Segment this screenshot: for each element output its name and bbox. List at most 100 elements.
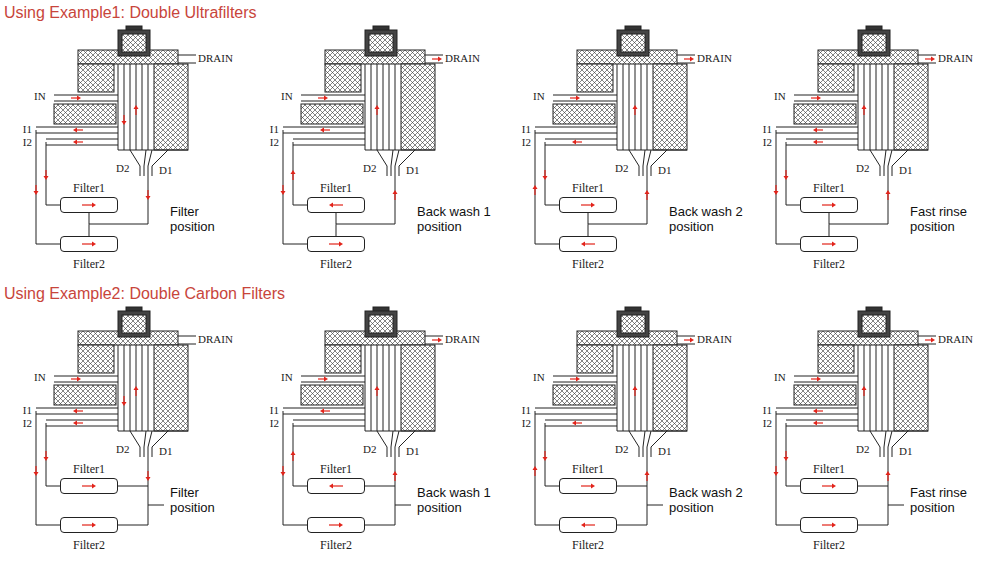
port-label: I1 [18,404,32,417]
flow-arrow-shaft [775,466,776,473]
flow-arrow [73,409,83,414]
flow-arrow [82,242,96,247]
filter-label: Filter2 [572,257,604,271]
flow-arrow-shaft [570,378,577,379]
inner-pipe [46,142,60,205]
filter-node: Filter2 [800,236,858,271]
port-label: I2 [758,136,772,149]
inner-pipe [786,423,800,486]
flow-arrow [281,466,286,476]
inner-pipe [46,423,60,486]
flow-arrow [572,140,582,145]
valve-body-block [301,385,363,405]
filter-housing [60,236,118,252]
flow-arrow-head [533,466,538,470]
flow-arrow-shaft [135,389,136,396]
inner-pipe [545,142,559,205]
inlet-pipe [301,95,365,96]
flow-arrow-shaft [323,129,330,130]
filter-node: Filter2 [307,517,365,552]
port-pipe [535,414,617,415]
valve-channel [629,345,630,431]
flow-arrow [44,451,49,461]
port-pipe [786,426,858,427]
filter-label: Filter2 [813,257,845,271]
flow-arrow-head [784,176,789,180]
flow-arrow-shaft [71,97,78,98]
flow-arrow-shaft [634,108,635,115]
valve-knob [365,311,397,337]
port-label: IN [34,90,46,103]
flow-arrow-head [633,105,638,109]
valve-knob [118,30,150,56]
port-label: IN [281,371,293,384]
valve-knob-core [862,315,886,333]
filter-label: Filter2 [320,257,352,271]
flow-arrow-head [339,523,343,528]
valve-channel [371,64,372,150]
drain-port [377,431,387,457]
flow-arrow [146,471,151,481]
valve-body-block [154,345,188,431]
filter-node: Filter1 [800,181,858,213]
valve-body-block [653,345,687,431]
inlet-pipe [54,382,118,383]
port-pipe [283,133,365,134]
valve-channel [858,64,859,150]
flow-arrow-shaft [376,108,377,115]
flow-arrow-shaft [282,185,283,192]
flow-arrow-shaft [863,108,864,115]
inlet-pipe [794,95,858,96]
port-pipe [776,127,858,128]
flow-arrow-head [77,96,81,101]
port-label: D1 [658,445,671,458]
flow-arrow [886,190,891,200]
flow-arrow-head [122,121,127,125]
valve-body-block [553,385,615,405]
flow-arrow-shaft [35,185,36,192]
port-label: DRAIN [697,333,732,346]
pipe-connector [617,486,647,525]
port-label: DRAIN [697,52,732,65]
flow-arrow-head [543,176,548,180]
port-pipe [545,420,617,421]
valve-channel [142,345,143,431]
valve-channel [882,64,883,150]
port-label: D1 [899,445,912,458]
port-pipe [776,133,858,134]
flow-arrow-head [862,386,867,390]
outer-pipe [36,411,60,525]
flow-arrow [375,386,380,396]
flow-arrow-shaft [863,389,864,396]
valve-body-block [894,345,928,431]
flow-arrow-head [44,176,49,180]
valve-channel [858,345,859,431]
position-caption: Back wash 1 position [417,485,493,515]
filter-label: Filter2 [813,538,845,552]
flow-arrow-head [784,457,789,461]
drain-port [888,431,892,457]
flow-arrow-shaft [816,141,823,142]
port-pipe [36,414,118,415]
port-label: D1 [159,445,172,458]
drain-pipe [918,344,936,345]
port-label: DRAIN [938,52,973,65]
flow-arrow [822,523,836,528]
filter-housing [800,517,858,533]
flow-arrow-head [572,421,576,426]
valve-knob-core [621,34,645,52]
flow-arrow [82,484,96,489]
filter-node: Filter2 [559,236,617,271]
flow-arrow-head [533,185,538,189]
flow-arrow-head [591,484,595,489]
valve-channel [647,345,648,431]
flow-arrow-head [320,409,324,414]
valve-body-block [325,345,361,373]
port-pipe [293,145,365,146]
flow-arrow-shaft [82,204,93,205]
port-pipe [46,139,118,140]
flow-arrow-shaft [584,524,595,525]
filter-flow [560,198,616,212]
drain-port [148,150,152,176]
